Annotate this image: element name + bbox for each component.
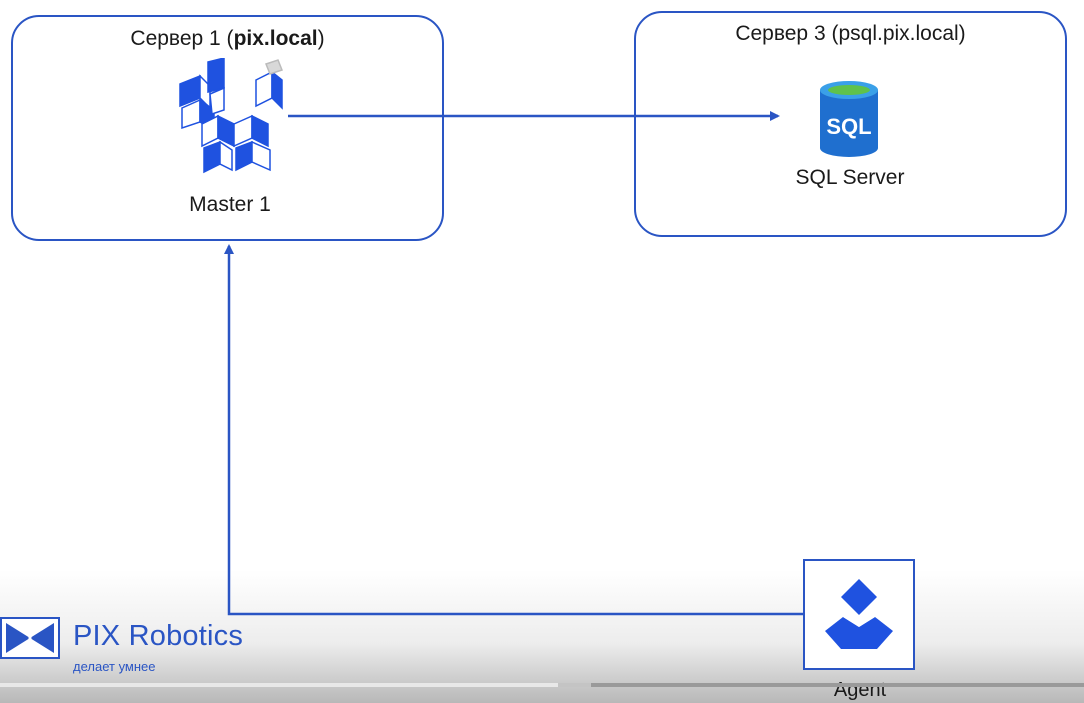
pix-robotics-logo-icon: [0, 617, 60, 659]
pix-agent-icon: [825, 579, 893, 649]
video-progress-buffered: [558, 683, 591, 687]
server-1-title: Сервер 1 (pix.local): [13, 27, 442, 51]
video-progress-bar[interactable]: [0, 683, 1084, 687]
sql-icon-text: SQL: [826, 114, 871, 139]
agent-to-master-arrow: [224, 244, 803, 616]
brand-tagline: делает умнее: [73, 659, 156, 674]
sql-database-icon: SQL: [820, 81, 878, 157]
master-label: Master 1: [189, 193, 271, 216]
agent-box: [803, 559, 915, 670]
server-1-title-suffix: ): [317, 27, 325, 50]
pix-master-icon: [179, 58, 283, 174]
video-progress-played: [0, 683, 559, 687]
server-3-box: Сервер 3 (psql.pix.local): [634, 11, 1067, 237]
brand-name: PIX Robotics: [73, 620, 244, 652]
server-3-title: Сервер 3 (psql.pix.local): [735, 22, 966, 45]
sql-server-label: SQL Server: [795, 166, 905, 189]
server-1-title-prefix: Сервер 1 (: [130, 27, 234, 50]
server-1-title-host: pix.local: [233, 27, 318, 50]
